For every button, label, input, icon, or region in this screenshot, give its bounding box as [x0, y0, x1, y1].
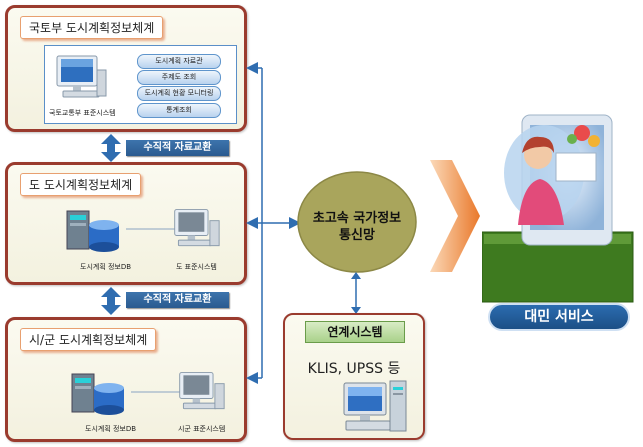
province-panel: 도 도시계획정보체계 도시계획 정보DB 도 표준시스템: [5, 162, 247, 285]
vertical-exchange-label-1: 수직적 자료교환: [126, 140, 229, 156]
province-db-label: 도시계획 정보DB: [80, 263, 132, 271]
national-system-box: 국토교통부 표준시스템 도시계획 자료관 주제도 조회 도시계획 현황 모니터링…: [44, 45, 237, 124]
national-system-label: 국토교통부 표준시스템: [49, 109, 116, 117]
province-system-label: 도 표준시스템: [176, 263, 217, 271]
menu-item-statistics[interactable]: 통계조회: [137, 103, 221, 118]
computer-icon: [56, 55, 107, 98]
province-title: 도 도시계획정보체계: [20, 173, 142, 196]
vertical-double-arrow-1: [101, 134, 121, 162]
vertical-exchange-label-2: 수직적 자료교환: [126, 292, 229, 308]
national-panel: 국토부 도시계획정보체계 국토교통부 표준시스템 도시계획 자료관 주제도 조회…: [5, 5, 247, 132]
database-icon: [71, 373, 124, 415]
vertical-double-arrow-2: [101, 287, 121, 315]
linkage-double-arrow: [351, 272, 361, 314]
city-panel: 시/군 도시계획정보체계 도시계획 정보DB 시군 표준시스템: [5, 317, 247, 442]
menu-item-monitoring[interactable]: 도시계획 현황 모니터링: [137, 86, 221, 101]
national-title: 국토부 도시계획정보체계: [20, 16, 164, 39]
network-label-line2: 통신망: [339, 228, 375, 243]
service-illustration: [482, 114, 634, 303]
linkage-title: 연계시스템: [305, 321, 405, 343]
link-line: [126, 228, 176, 230]
city-db-label: 도시계획 정보DB: [85, 425, 137, 433]
city-system-label: 시군 표준시스템: [178, 425, 226, 433]
menu-item-archive[interactable]: 도시계획 자료관: [137, 54, 221, 69]
public-service-label[interactable]: 대민 서비스: [488, 303, 630, 331]
orange-arrow: [430, 160, 480, 272]
database-icon: [66, 210, 119, 252]
link-line: [131, 391, 181, 393]
computer-icon: [174, 209, 220, 247]
network-label-line1: 초고속 국가정보: [312, 211, 402, 226]
computer-icon: [343, 380, 407, 432]
network-connectors: [246, 62, 301, 384]
network-ellipse: [297, 171, 417, 273]
city-title: 시/군 도시계획정보체계: [20, 328, 157, 351]
computer-icon: [179, 372, 225, 410]
menu-item-theme-map[interactable]: 주제도 조회: [137, 70, 221, 85]
linkage-panel: 연계시스템 KLIS, UPSS 등: [283, 313, 425, 440]
linkage-subtitle: KLIS, UPSS 등: [307, 361, 401, 377]
